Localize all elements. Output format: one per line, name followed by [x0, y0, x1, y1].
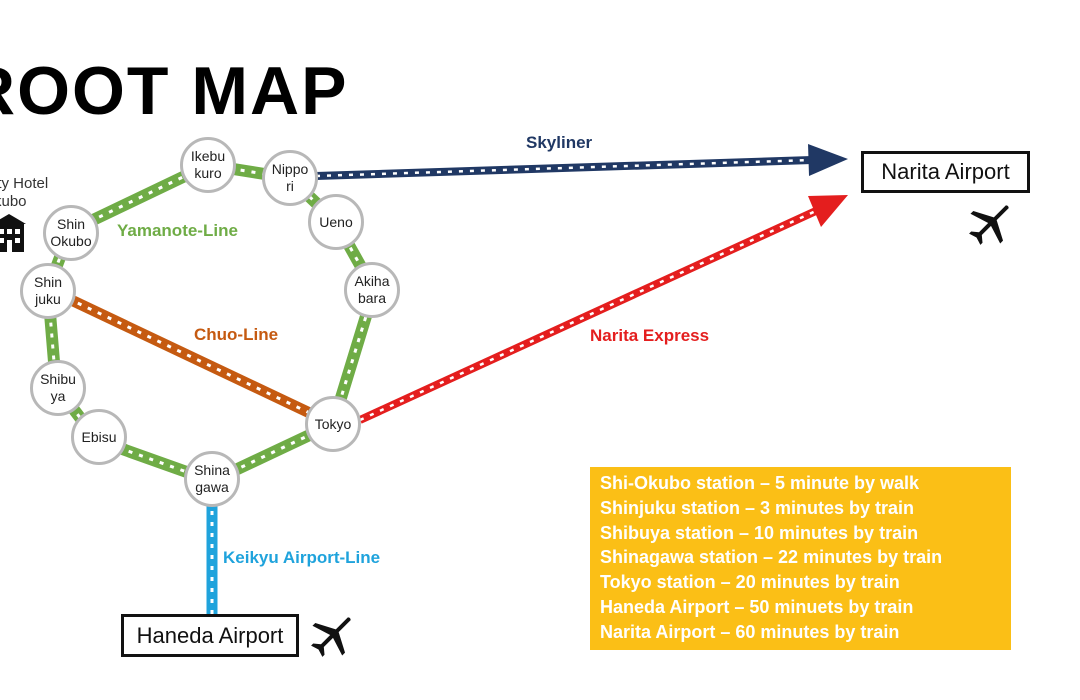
keikyu-line-label: Keikyu Airport-Line — [223, 548, 381, 567]
narita-express-arrow-head — [808, 195, 848, 227]
narita-express-label: Narita Express — [590, 326, 710, 345]
hotel-label: ity Hotel kubo — [0, 175, 48, 211]
info-item-shin-okubo: Shi-Okubo station – 5 minute by walk — [600, 473, 920, 493]
station-shibuya: Shibu ya — [30, 360, 86, 416]
info-item-haneda: Haneda Airport – 50 minuets by train — [600, 596, 914, 617]
narita-airport-box: Narita Airport — [861, 151, 1030, 193]
station-nippori: Nippo ri — [262, 150, 318, 206]
yamanote-line-label: Yamanote-Line — [117, 221, 238, 240]
station-tokyo: Tokyo — [305, 396, 361, 452]
station-shinjuku: Shin juku — [20, 263, 76, 319]
station-shinagawa: Shina gawa — [184, 451, 240, 507]
station-ueno: Ueno — [308, 194, 364, 250]
chuo-line-label: Chuo-Line — [194, 325, 279, 344]
info-item-shinjuku: Shinjuku station – 3 minutes by train — [600, 497, 915, 518]
station-ikebukuro: Ikebu kuro — [180, 137, 236, 193]
station-akihabara: Akiha bara — [344, 262, 400, 318]
info-item-narita: Narita Airport – 60 minutes by train — [600, 621, 900, 642]
hotel-label-line-1: ity Hotel — [0, 175, 49, 192]
station-shin-okubo: Shin Okubo — [43, 205, 99, 261]
airplane-icon — [311, 617, 351, 657]
haneda-airport-box: Haneda Airport — [121, 614, 299, 657]
info-item-shinagawa: Shinagawa station – 22 minutes by train — [600, 547, 943, 568]
travel-time-info-box: Shi-Okubo station – 5 minute by walk Shi… — [590, 467, 1011, 650]
hotel-label-line-2: kubo — [0, 193, 27, 210]
info-item-shibuya: Shibuya station – 10 minutes by train — [600, 522, 919, 543]
page-title: ROOT MAP — [0, 53, 349, 129]
skyliner-arrow-head — [808, 144, 848, 176]
skyliner-label: Skyliner — [526, 133, 593, 152]
narita-express-track — [358, 195, 848, 424]
info-item-tokyo: Tokyo station – 20 minutes by train — [600, 572, 900, 593]
airplane-icon — [969, 205, 1009, 245]
station-ebisu: Ebisu — [71, 409, 127, 465]
chuo-line-track — [45, 284, 336, 429]
building-icon — [0, 214, 26, 252]
skyliner-track — [315, 144, 848, 180]
